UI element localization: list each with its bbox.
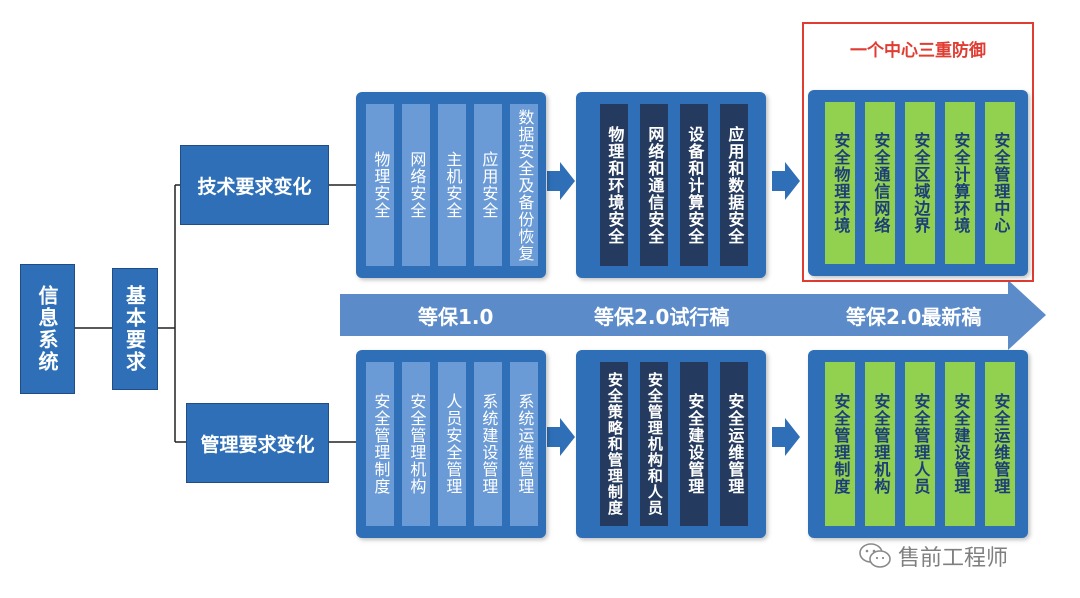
tech-latest-item: 安全物理环境 — [825, 102, 855, 264]
tech-latest-item: 安全计算环境 — [945, 102, 975, 264]
mgmt-latest-item: 安全运维管理 — [985, 362, 1015, 526]
mgmt-v1-panel: 安全管理制度 安全管理机构 人员安全管理 系统建设管理 系统运维管理 — [356, 350, 546, 538]
tech-v1-item: 网络安全 — [402, 104, 430, 266]
tech-latest-panel: 安全物理环境 安全通信网络 安全区域边界 安全计算环境 安全管理中心 — [808, 90, 1028, 276]
timeline-label-v1: 等保1.0 — [418, 305, 494, 329]
tech-v1-item: 应用安全 — [474, 104, 502, 266]
tech-requirements-label: 技术要求变化 — [197, 175, 312, 198]
mgmt-trial-item: 安全运维管理 — [720, 362, 748, 526]
timeline-label-trial: 等保2.0试行稿 — [594, 305, 730, 329]
highlight-frame — [802, 22, 1034, 282]
tech-v1-panel: 物理安全 网络安全 主机安全 应用安全 数据安全及备份恢复 — [356, 92, 546, 278]
mgmt-trial-item: 安全管理机构和人员 — [640, 362, 668, 526]
mgmt-requirements-box: 管理要求变化 — [186, 403, 329, 483]
watermark-text: 售前工程师 — [898, 546, 1009, 571]
tech-v1-item: 数据安全及备份恢复 — [510, 104, 538, 266]
tech-v1-item: 主机安全 — [438, 104, 466, 266]
mgmt-v1-item: 系统建设管理 — [474, 362, 502, 526]
tech-latest-item: 安全通信网络 — [865, 102, 895, 264]
tech-trial-item: 网络和通信安全 — [640, 104, 668, 266]
mgmt-trial-item: 安全建设管理 — [680, 362, 708, 526]
mgmt-trial-item: 安全策略和管理制度 — [600, 362, 628, 526]
highlight-title: 一个中心三重防御 — [850, 41, 986, 61]
watermark: 售前工程师 — [858, 540, 1008, 572]
mgmt-trial-panel: 安全策略和管理制度 安全管理机构和人员 安全建设管理 安全运维管理 — [576, 350, 766, 538]
tech-trial-item: 物理和环境安全 — [600, 104, 628, 266]
mgmt-v1-item: 人员安全管理 — [438, 362, 466, 526]
basic-requirements-label: 基本要求 — [122, 285, 147, 373]
tech-latest-item: 安全管理中心 — [985, 102, 1015, 264]
tech-trial-item: 应用和数据安全 — [720, 104, 748, 266]
tech-requirements-box: 技术要求变化 — [180, 145, 329, 225]
mgmt-latest-panel: 安全管理制度 安全管理机构 安全管理人员 安全建设管理 安全运维管理 — [808, 350, 1028, 538]
timeline-label-latest: 等保2.0最新稿 — [846, 305, 982, 329]
tech-trial-item: 设备和计算安全 — [680, 104, 708, 266]
info-system-box: 信息系统 — [20, 264, 75, 394]
mgmt-requirements-label: 管理要求变化 — [200, 433, 315, 456]
info-system-label: 信息系统 — [35, 285, 59, 373]
tech-v1-item: 物理安全 — [366, 104, 394, 266]
mgmt-v1-item: 安全管理制度 — [366, 362, 394, 526]
mgmt-latest-item: 安全管理制度 — [825, 362, 855, 526]
tech-trial-panel: 物理和环境安全 网络和通信安全 设备和计算安全 应用和数据安全 — [576, 92, 766, 278]
mgmt-latest-item: 安全管理人员 — [905, 362, 935, 526]
wechat-icon — [859, 543, 891, 568]
mgmt-latest-item: 安全建设管理 — [945, 362, 975, 526]
mgmt-v1-item: 安全管理机构 — [402, 362, 430, 526]
mgmt-latest-item: 安全管理机构 — [865, 362, 895, 526]
mgmt-v1-item: 系统运维管理 — [510, 362, 538, 526]
tech-latest-item: 安全区域边界 — [905, 102, 935, 264]
basic-requirements-box: 基本要求 — [112, 268, 158, 390]
timeline-arrow — [340, 280, 1046, 350]
